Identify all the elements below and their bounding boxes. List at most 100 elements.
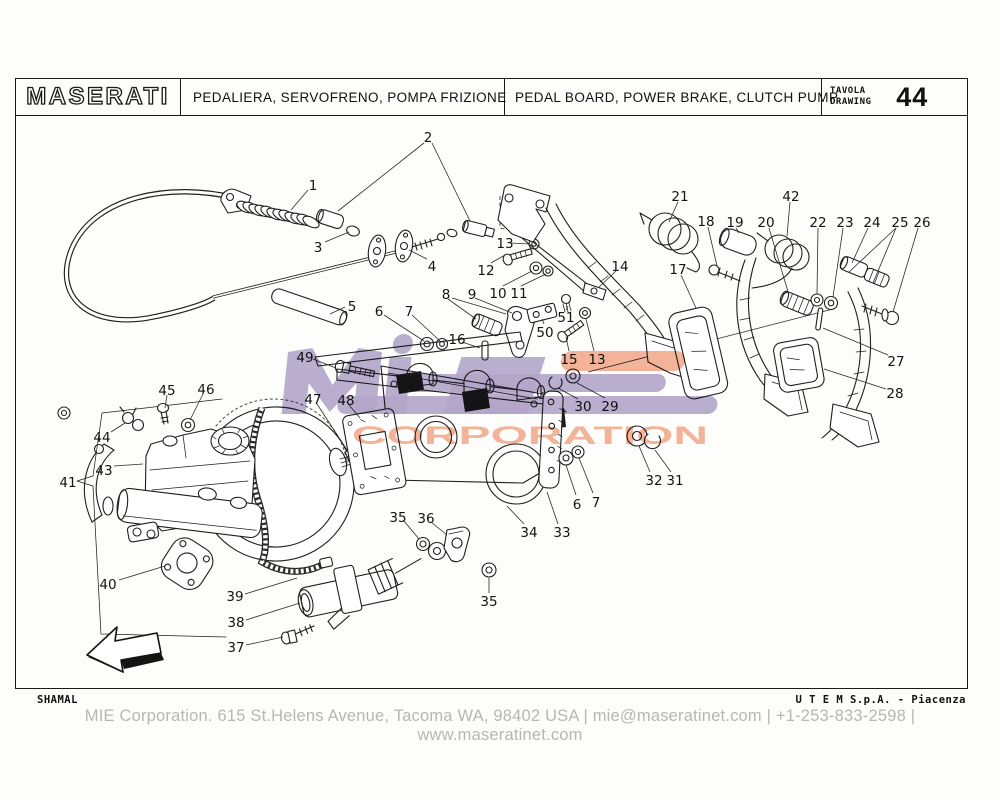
leader-line	[245, 602, 301, 621]
leader-line	[822, 327, 889, 356]
bolt-45	[156, 402, 170, 425]
part-number-label: 31	[666, 473, 683, 489]
leader-line	[408, 249, 428, 260]
leader-line	[872, 227, 897, 284]
watermark-corporation: CORPORATION	[352, 422, 708, 450]
bolt-37	[280, 624, 315, 645]
leader-line	[851, 227, 869, 264]
part-number-label: 33	[553, 525, 570, 541]
part-number-label: 3	[314, 240, 323, 256]
leader-line	[324, 231, 350, 243]
part-number-label: 36	[417, 511, 434, 527]
nut-35b	[481, 562, 497, 578]
leader-line	[329, 306, 346, 315]
part-number-label: 50	[536, 325, 553, 341]
clutch-master-cylinder	[297, 557, 422, 630]
part-number-label: 1	[309, 178, 318, 194]
leader-line	[383, 314, 425, 342]
bushings-24-25	[839, 256, 890, 288]
leader-line	[337, 142, 425, 212]
cable-flange-b	[394, 229, 414, 263]
leader-line	[707, 226, 718, 267]
bushing-20	[779, 290, 814, 316]
bolt-26	[861, 303, 900, 326]
return-spring-42	[751, 232, 810, 289]
dealer-contact: MIE Corporation. 615 St.Helens Avenue, T…	[84, 707, 916, 744]
leader-line	[892, 227, 919, 313]
cable-end-cap	[315, 208, 345, 229]
return-spring-21	[639, 212, 701, 273]
part-number-label: 25	[891, 215, 908, 231]
watermark-mie	[281, 334, 718, 414]
maserati-logo: MASERATI	[16, 79, 181, 115]
part-number-label: 16	[448, 332, 465, 348]
drawing-frame: MASERATI PEDALIERA, SERVOFRENO, POMPA FR…	[15, 78, 968, 689]
leader-line	[245, 636, 284, 646]
leader-line	[786, 201, 791, 237]
clevis-14	[582, 282, 607, 301]
mount-flange	[160, 537, 214, 590]
nut-13b	[578, 306, 592, 320]
leader-line	[541, 318, 545, 325]
part-number-label: 44	[93, 430, 110, 446]
part-number-label: 40	[99, 577, 116, 593]
part-number-label: 12	[477, 263, 494, 279]
leader-line	[447, 298, 477, 320]
rod-end-eye	[427, 541, 447, 561]
leader-line	[565, 336, 570, 352]
pushrod-tube	[271, 288, 348, 326]
washers-lower	[558, 445, 585, 466]
leader-line	[832, 227, 844, 298]
part-number-label: 28	[886, 386, 903, 402]
cylinder-end-fitting	[102, 496, 114, 516]
right-pedal	[821, 287, 880, 448]
diagram-art	[57, 184, 900, 673]
part-number-label: 21	[671, 189, 688, 205]
rings-31-32	[626, 425, 662, 450]
title-italian: PEDALIERA, SERVOFRENO, POMPA FRIZIONE	[193, 89, 507, 105]
leader-line	[118, 565, 166, 581]
leader-line	[490, 254, 506, 264]
part-number-label: 7	[592, 495, 601, 511]
part-number-label: 19	[726, 215, 743, 231]
leader-line	[113, 463, 144, 467]
check-valve	[119, 406, 145, 432]
pivot-tube-19	[718, 227, 757, 256]
leader-line	[546, 491, 559, 525]
leader-line	[565, 305, 569, 311]
part-number-label: 24	[863, 215, 880, 231]
direction-arrow	[86, 626, 164, 673]
nut-23	[823, 295, 839, 311]
assembly-brace	[76, 398, 227, 638]
part-number-label: 35	[480, 594, 497, 610]
part-number-label: 45	[158, 383, 175, 399]
leader-line	[110, 422, 126, 433]
part-number-label: 6	[573, 497, 582, 513]
leader-line	[565, 464, 577, 496]
brake-pedal	[736, 257, 809, 417]
upper-bracket	[497, 184, 596, 293]
bolt-15	[557, 319, 585, 343]
leader-line	[848, 227, 897, 273]
reservoir-cap	[210, 426, 250, 456]
leader-line	[510, 242, 530, 245]
tavola-labels: TAVOLA DRAWING	[830, 86, 871, 108]
brake-pedal-pad	[773, 337, 825, 393]
part-number-label: 7	[405, 304, 414, 320]
part-number-label: 13	[496, 236, 513, 252]
part-number-label: 27	[887, 354, 904, 370]
model-name: SHAMAL	[37, 694, 78, 706]
leader-line	[430, 521, 448, 536]
part-number-label: 2	[424, 130, 433, 146]
part-number-label: 26	[913, 215, 930, 231]
manufacturer: U T E M S.p.A. - Piacenza	[795, 694, 966, 706]
part-number-label: 43	[95, 463, 112, 479]
bolt-18	[708, 264, 741, 282]
leader-line	[506, 505, 525, 525]
part-number-label: 38	[227, 615, 244, 631]
leader-line	[502, 270, 533, 287]
part-number-label: 51	[557, 310, 574, 326]
cable-ferrule	[346, 225, 360, 237]
leader-line	[654, 449, 672, 473]
leader-line	[431, 142, 471, 222]
